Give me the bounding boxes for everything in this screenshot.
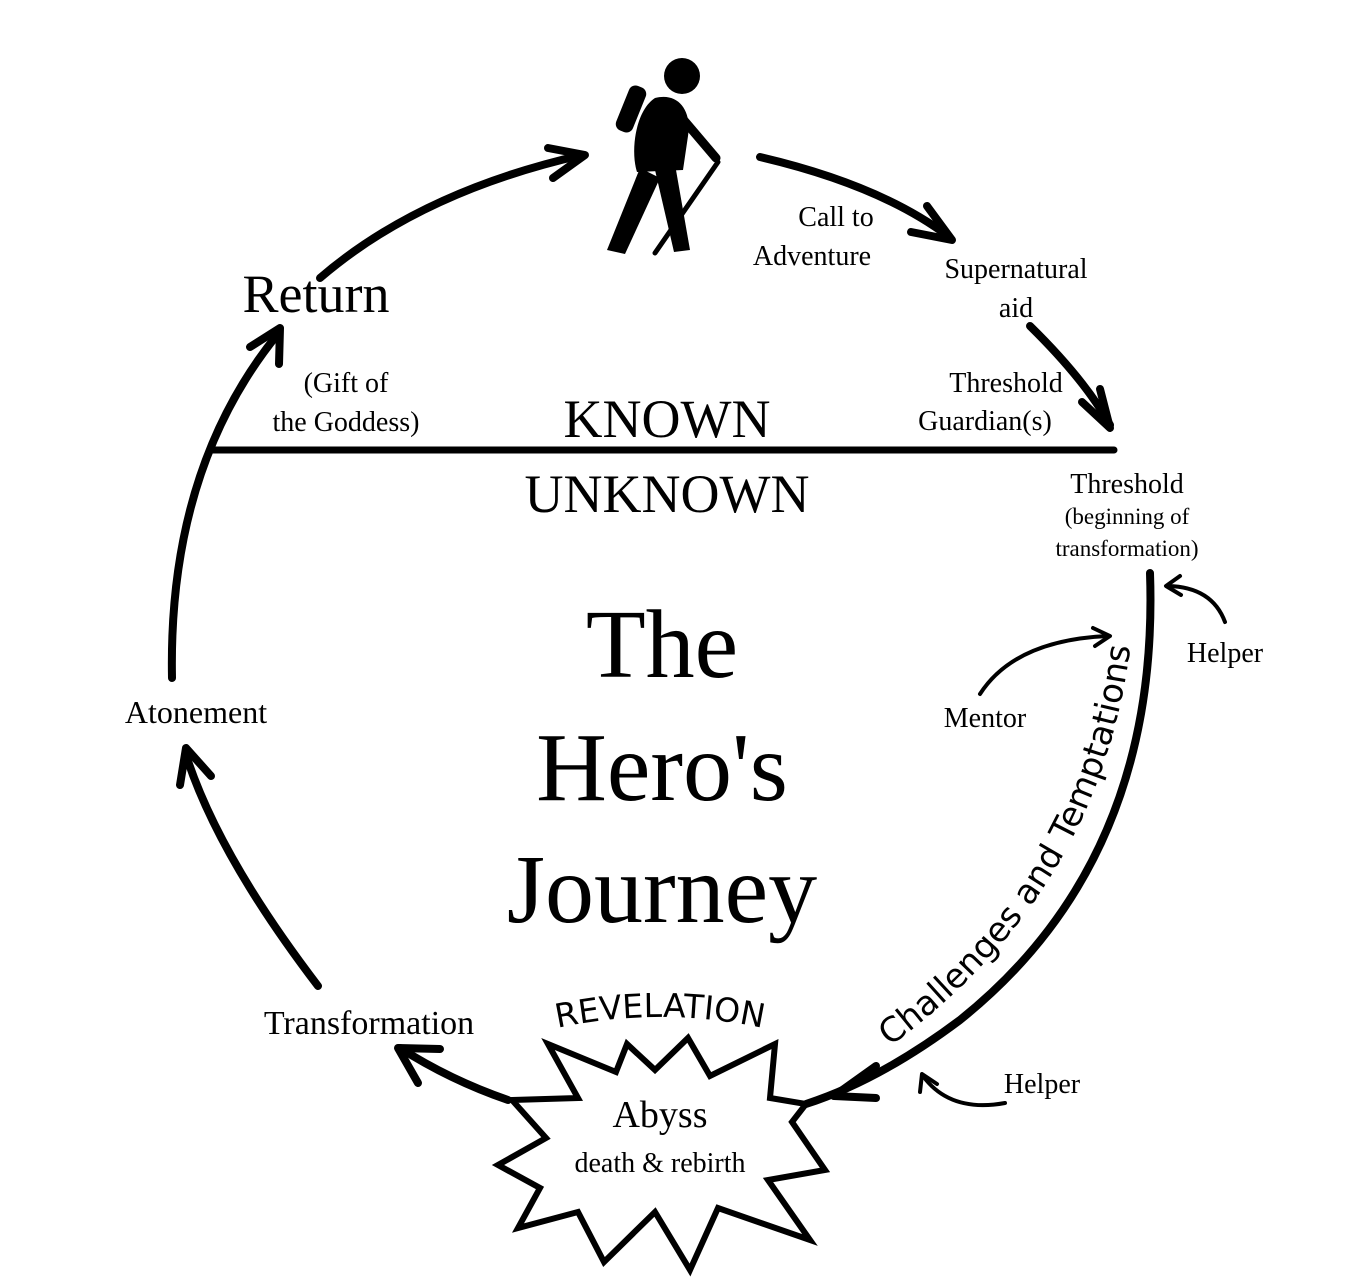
threshold-label: Threshold bbox=[1070, 469, 1184, 500]
atonement-label: Atonement bbox=[125, 694, 267, 730]
supernatural-aid-label: Supernatural bbox=[944, 254, 1087, 285]
known-label: KNOWN bbox=[564, 389, 771, 449]
abyss-label: Abyss bbox=[612, 1094, 707, 1136]
starburst-icon bbox=[491, 1033, 831, 1277]
threshold-sub-label: (beginning of bbox=[1065, 504, 1190, 529]
unknown-label: UNKNOWN bbox=[525, 464, 810, 524]
helper-top-label: Helper bbox=[1187, 638, 1264, 669]
threshold-guardian-label-2: Guardian(s) bbox=[918, 406, 1052, 437]
call-to-adventure-label-2: Adventure bbox=[753, 241, 871, 272]
gift-of-goddess-label-2: the Goddess) bbox=[273, 407, 420, 438]
abyss-sub-label: death & rebirth bbox=[574, 1148, 745, 1179]
supernatural-aid-label-2: aid bbox=[999, 293, 1033, 324]
helper-bottom-label: Helper bbox=[1004, 1069, 1081, 1100]
return-label: Return bbox=[243, 264, 390, 324]
title-line-2: Hero's bbox=[536, 714, 788, 822]
call-to-adventure-label: Call to bbox=[798, 202, 873, 233]
hiker-icon bbox=[607, 58, 721, 256]
helper-arrows bbox=[918, 574, 1227, 1108]
journey-arrows bbox=[167, 144, 1155, 1108]
threshold-sub-label-2: transformation) bbox=[1055, 536, 1198, 561]
gift-of-goddess-label: (Gift of bbox=[304, 368, 389, 399]
title-line-1: The bbox=[586, 591, 738, 699]
mentor-label: Mentor bbox=[944, 703, 1027, 734]
revelation-label: REVELATION bbox=[551, 986, 768, 1036]
threshold-guardian-label: Threshold bbox=[949, 368, 1063, 399]
transformation-label: Transformation bbox=[264, 1005, 474, 1042]
title-line-3: Journey bbox=[507, 836, 817, 944]
